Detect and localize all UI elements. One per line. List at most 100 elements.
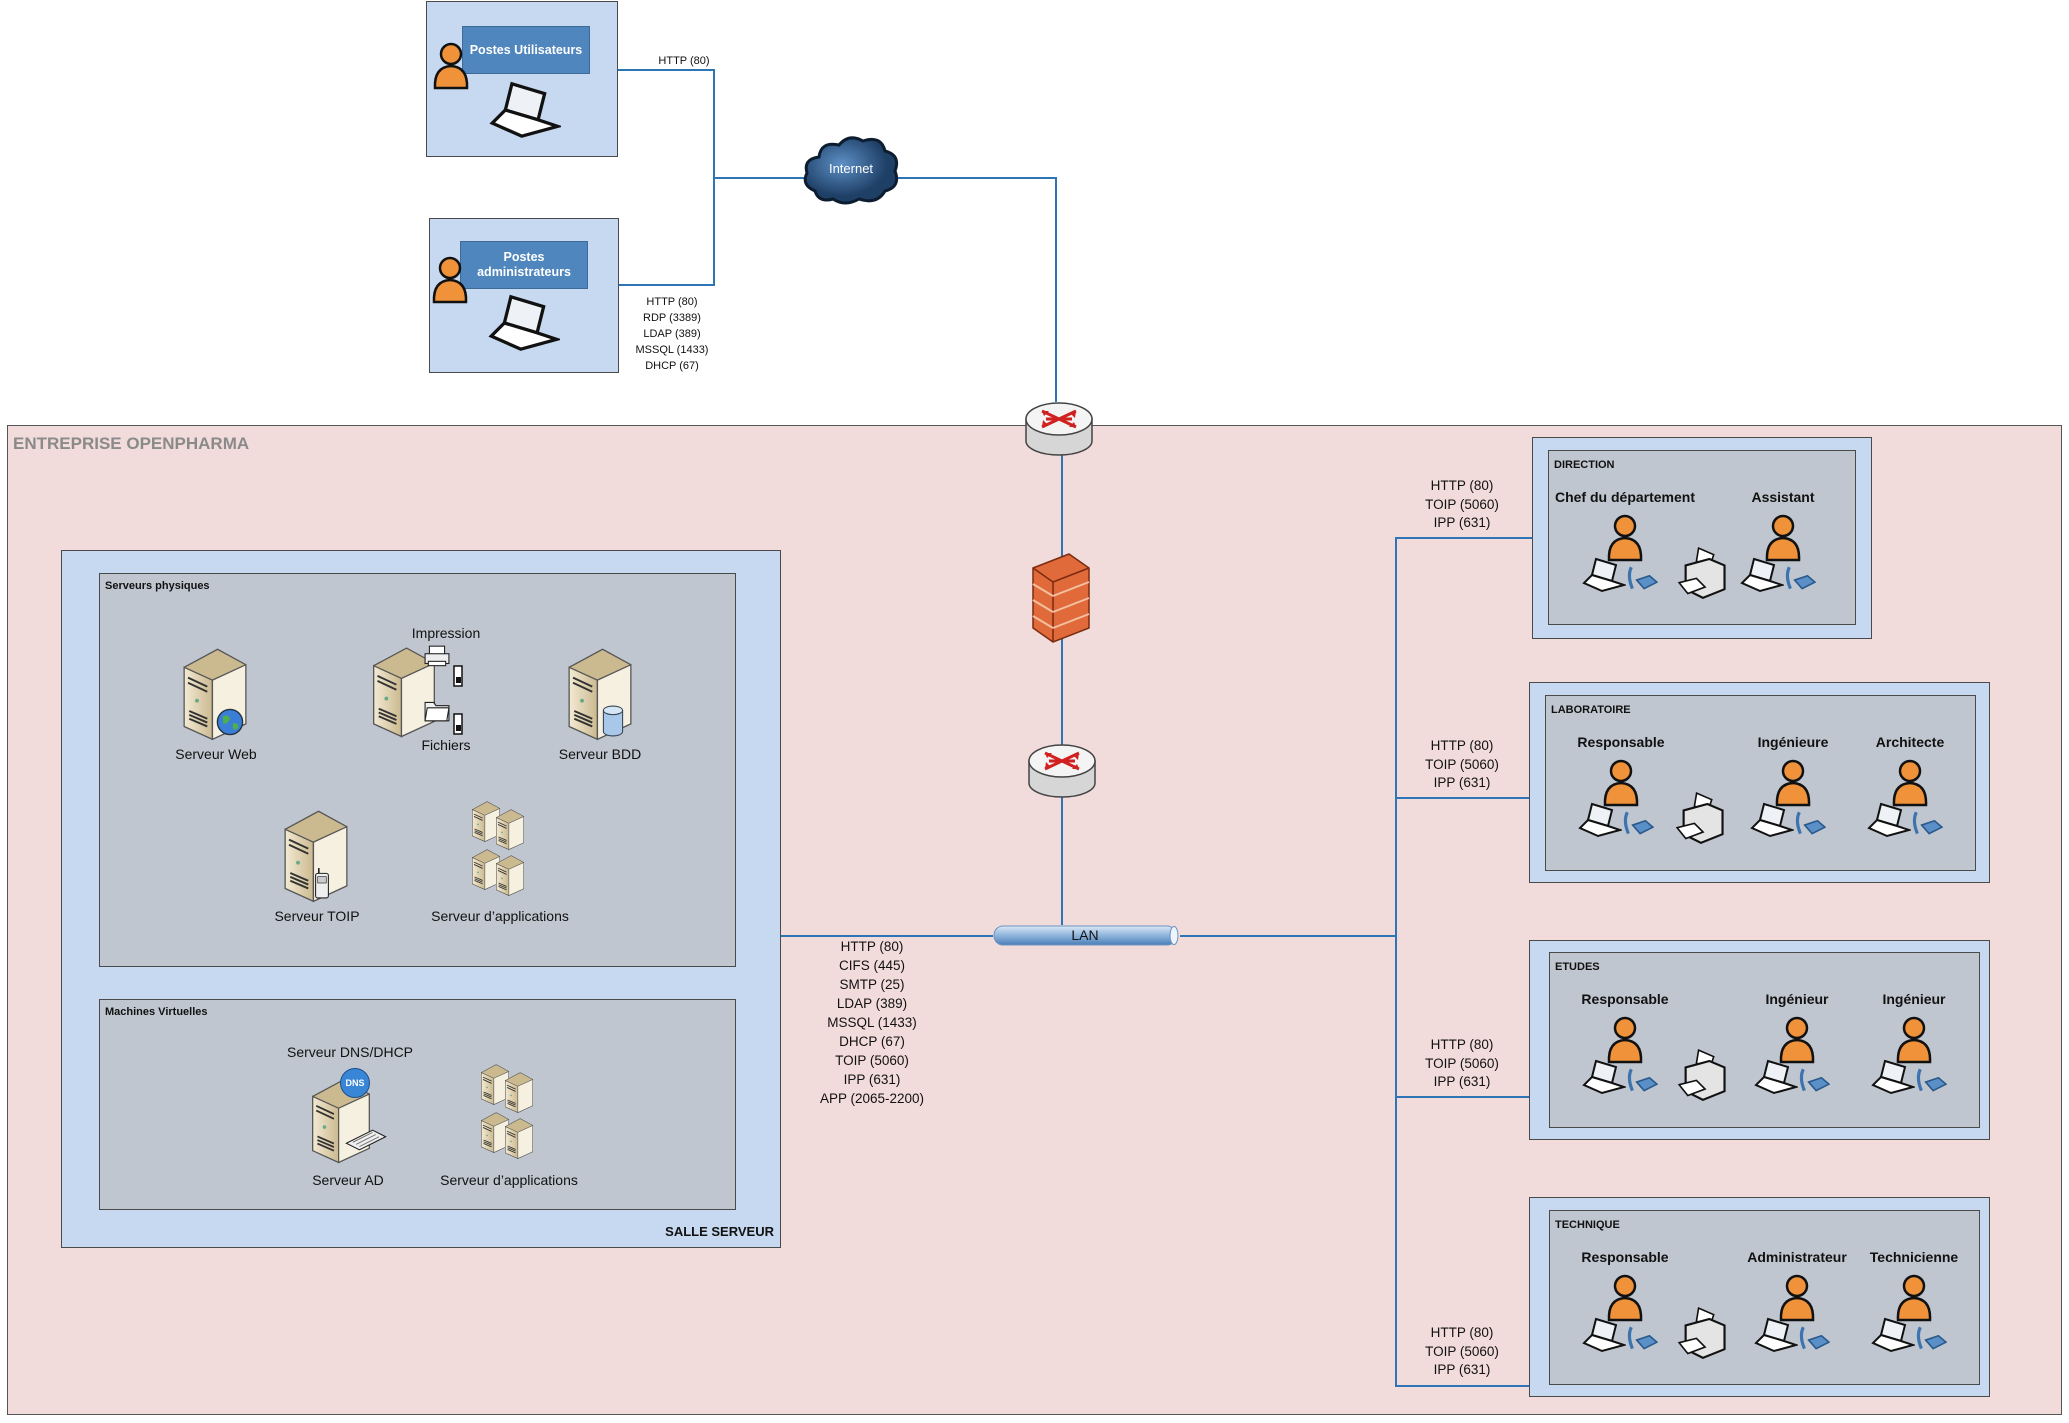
db-server-label: Serveur BDD xyxy=(558,746,642,762)
port-label: TOIP (5060) xyxy=(835,1053,909,1068)
internet-label: Internet xyxy=(828,161,874,176)
link-internet-router xyxy=(890,177,1057,179)
port-label: DHCP (67) xyxy=(645,360,699,372)
phone-icon[interactable] xyxy=(1794,810,1826,838)
laptop-icon[interactable] xyxy=(1871,1059,1915,1095)
internet-cloud[interactable]: Internet xyxy=(801,133,901,207)
app-server-label: Serveur d’applications xyxy=(431,908,569,924)
laptop-icon[interactable] xyxy=(1582,1317,1626,1353)
member-role: Ingénieur xyxy=(1882,991,1946,1007)
ad-dns-server[interactable]: DNS xyxy=(308,1068,388,1168)
phone-icon[interactable] xyxy=(1622,810,1654,838)
db-server[interactable] xyxy=(564,643,636,743)
member-role: Ingénieur xyxy=(1765,991,1829,1007)
port-label: DHCP (67) xyxy=(839,1034,905,1049)
phone-icon[interactable] xyxy=(1626,1325,1658,1353)
phone-icon[interactable] xyxy=(1626,1067,1658,1095)
server-room-ports: HTTP (80) CIFS (445) SMTP (25) LDAP (389… xyxy=(820,937,924,1108)
dept-member: Architecte xyxy=(1830,734,1990,838)
toip-server[interactable] xyxy=(280,805,352,905)
laptop-icon[interactable] xyxy=(488,293,560,353)
phone-icon[interactable] xyxy=(1798,1067,1830,1095)
dns-dhcp-label: Serveur DNS/DHCP xyxy=(286,1044,414,1060)
admins-zone: Postes administrateurs xyxy=(429,218,619,373)
dept-title: ETUDES xyxy=(1555,961,1600,973)
laptop-icon[interactable] xyxy=(1754,1059,1798,1095)
port-label: HTTP (80) xyxy=(840,939,904,954)
laptop-icon[interactable] xyxy=(1871,1317,1915,1353)
port-label: TOIP (5060) xyxy=(1425,1055,1499,1071)
member-role: Responsable xyxy=(1581,1249,1669,1265)
keyboard-icon xyxy=(344,1128,388,1152)
department-zone: TECHNIQUE Responsable Administrateur Tec… xyxy=(1529,1197,1990,1397)
laptop-icon[interactable] xyxy=(1578,802,1622,838)
laptop-icon[interactable] xyxy=(1754,1317,1798,1353)
link-laboratoire xyxy=(1396,797,1529,799)
laptop-icon[interactable] xyxy=(1740,557,1784,593)
department-zone: LABORATOIRE Responsable Ingénieure Archi… xyxy=(1529,682,1990,883)
port-label: CIFS (445) xyxy=(838,958,906,973)
lan-label: LAN xyxy=(1071,927,1099,943)
edge-router-icon[interactable] xyxy=(1024,397,1094,461)
link-users xyxy=(618,69,715,71)
files-label: Fichiers xyxy=(421,737,471,753)
member-role: Assistant xyxy=(1751,489,1815,505)
department-group: DIRECTION Chef du département Assistant xyxy=(1548,450,1856,625)
dns-globe-icon: DNS xyxy=(340,1068,370,1098)
department-zone: ETUDES Responsable Ingénieur Ingénieur xyxy=(1529,940,1990,1140)
core-router-icon[interactable] xyxy=(1027,739,1097,803)
person-icon xyxy=(1605,511,1645,563)
dept-member: Ingénieure xyxy=(1713,734,1873,838)
web-server[interactable] xyxy=(179,643,251,743)
print-file-server[interactable] xyxy=(368,643,478,743)
member-role: Ingénieure xyxy=(1757,734,1829,750)
phone-icon[interactable] xyxy=(1915,1067,1947,1095)
phone-icon[interactable] xyxy=(1626,565,1658,593)
dept-member: Responsable xyxy=(1545,1249,1705,1353)
laptop-icon[interactable] xyxy=(489,80,561,140)
dept-title: DIRECTION xyxy=(1554,459,1615,471)
phone-icon[interactable] xyxy=(1798,1325,1830,1353)
phone-icon[interactable] xyxy=(1911,810,1943,838)
port-label: HTTP (80) xyxy=(1430,1037,1494,1052)
server-icon xyxy=(564,643,636,743)
link-admins xyxy=(619,284,715,286)
person-icon xyxy=(1894,1013,1934,1065)
toip-server-label: Serveur TOIP xyxy=(274,908,360,924)
port-icon xyxy=(453,713,463,735)
person-icon xyxy=(1777,1271,1817,1323)
member-role: Chef du département xyxy=(1554,489,1695,505)
laptop-icon[interactable] xyxy=(1582,557,1626,593)
port-label: TOIP (5060) xyxy=(1425,1343,1499,1359)
person-icon xyxy=(1763,511,1803,563)
laptop-icon[interactable] xyxy=(1582,1059,1626,1095)
person-icon xyxy=(1773,756,1813,808)
laptop-icon[interactable] xyxy=(1867,802,1911,838)
department-zone: DIRECTION Chef du département Assistant xyxy=(1532,437,1872,639)
app-servers-icon[interactable] xyxy=(470,795,530,903)
port-label: IPP (631) xyxy=(1433,1362,1491,1377)
link-direction xyxy=(1396,537,1532,539)
port-label: TOIP (5060) xyxy=(1425,756,1499,772)
web-server-label: Serveur Web xyxy=(175,746,257,762)
admins-label: Postes administrateurs xyxy=(460,241,588,289)
laptop-icon[interactable] xyxy=(1750,802,1794,838)
lan-bus[interactable]: LAN xyxy=(990,925,1181,946)
port-label: APP (2065-2200) xyxy=(819,1091,925,1106)
person-icon xyxy=(1777,1013,1817,1065)
virtual-machines-title: Machines Virtuelles xyxy=(105,1006,208,1018)
enterprise-title: ENTREPRISE OPENPHARMA xyxy=(13,434,250,453)
link-lan-depts xyxy=(1180,935,1397,937)
print-label: Impression xyxy=(411,625,481,641)
firewall-icon[interactable] xyxy=(1031,552,1091,644)
person-icon xyxy=(431,37,471,93)
member-role: Technicienne xyxy=(1869,1249,1959,1265)
virtual-machines-group: Machines Virtuelles xyxy=(99,999,736,1210)
link-technique xyxy=(1396,1385,1529,1387)
phone-icon[interactable] xyxy=(1915,1325,1947,1353)
phone-icon[interactable] xyxy=(1784,565,1816,593)
dept-title: LABORATOIRE xyxy=(1551,704,1631,716)
globe-icon xyxy=(216,708,244,736)
lan-cylinder-icon xyxy=(993,925,1179,946)
vm-app-servers-icon[interactable] xyxy=(479,1058,539,1166)
